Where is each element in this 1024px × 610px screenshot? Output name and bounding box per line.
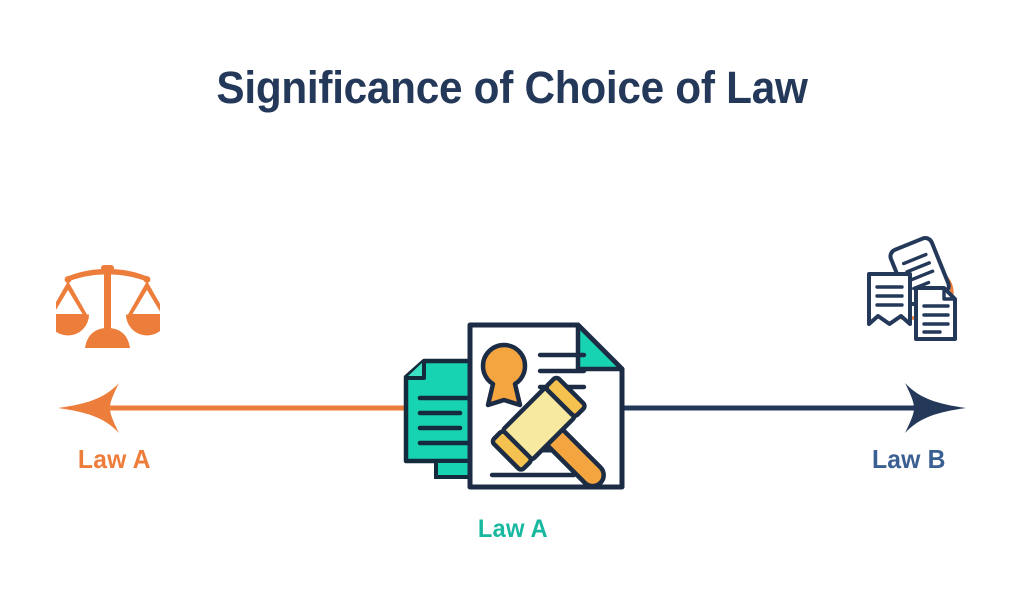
keyhole-seal-icon — [480, 342, 528, 408]
balance-scale-icon — [47, 252, 168, 361]
page-title: Significance of Choice of Law — [216, 62, 808, 113]
documents-stack-icon — [858, 236, 968, 351]
right-arrowhead-icon — [905, 383, 966, 433]
right-branch-label: Law B — [871, 444, 946, 474]
legal-document-gavel-icon — [398, 305, 638, 510]
left-branch-label: Law A — [77, 444, 151, 474]
gavel-icon — [490, 375, 606, 489]
contract-document-icon — [467, 322, 625, 490]
center-label: Law A — [477, 515, 548, 543]
left-arrowhead-icon — [58, 383, 119, 433]
